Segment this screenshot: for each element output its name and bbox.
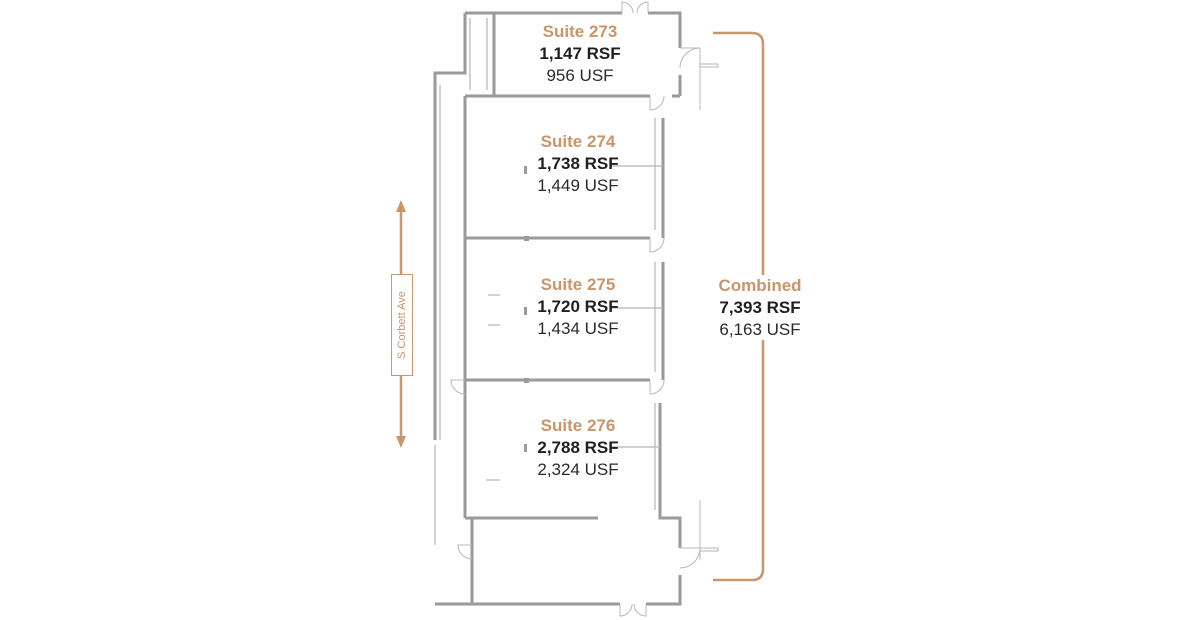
suite-274-name: Suite 274: [540, 132, 616, 151]
suite-273-label: Suite 273 1,147 RSF 956 USF: [510, 23, 650, 84]
exterior-walls: [433, 11, 682, 606]
suite-276-walls: [463, 380, 682, 604]
suite-276-usf: 2,324 USF: [537, 460, 619, 479]
suite-274-walls: [463, 96, 665, 241]
suite-276-label: Suite 276 2,788 RSF 2,324 USF: [508, 417, 648, 478]
street-label: S Corbett Ave: [396, 291, 409, 359]
combined-rsf: 7,393 RSF: [719, 298, 801, 317]
combined-label: Combined 7,393 RSF 6,163 USF: [690, 275, 830, 340]
suite-275-usf: 1,434 USF: [537, 319, 619, 338]
suite-275-name: Suite 275: [540, 275, 616, 294]
suite-276-name: Suite 276: [540, 416, 616, 435]
suite-273-name: Suite 273: [542, 22, 618, 41]
combined-title: Combined: [718, 276, 802, 295]
suite-275-walls: [463, 238, 665, 383]
suite-275-rsf: 1,720 RSF: [537, 297, 619, 316]
combined-usf: 6,163 USF: [719, 320, 801, 339]
suite-274-label: Suite 274 1,738 RSF 1,449 USF: [508, 133, 648, 194]
door-swings: [450, 1, 719, 617]
suite-275-label: Suite 275 1,720 RSF 1,434 USF: [508, 276, 648, 337]
suite-274-rsf: 1,738 RSF: [537, 154, 619, 173]
street-label-box: S Corbett Ave: [391, 274, 413, 376]
suite-273-rsf: 1,147 RSF: [539, 44, 621, 63]
suite-276-rsf: 2,788 RSF: [537, 438, 619, 457]
suite-273-usf: 956 USF: [546, 66, 614, 85]
suite-274-usf: 1,449 USF: [537, 176, 619, 195]
suite-273-walls: [465, 13, 680, 98]
